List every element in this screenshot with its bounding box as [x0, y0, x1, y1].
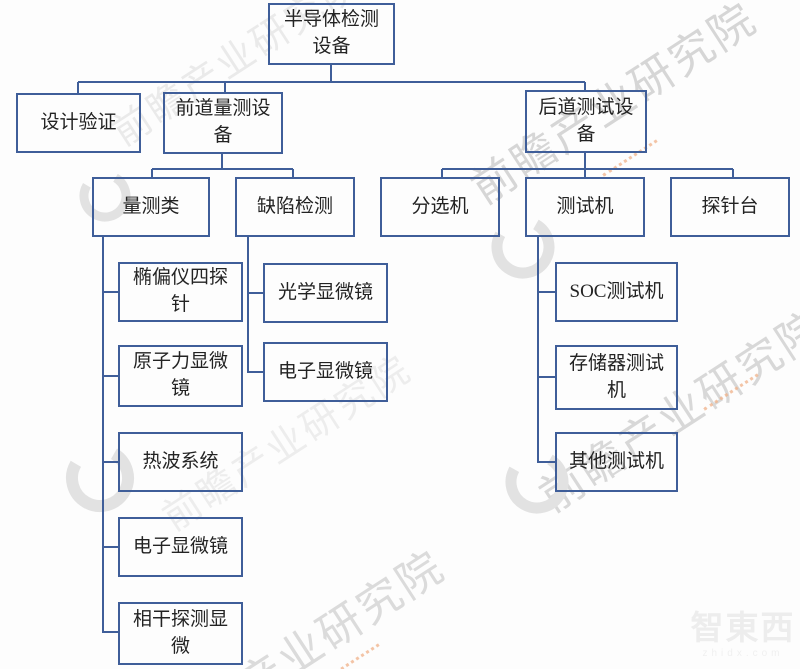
node-sorter: 分选机 [380, 177, 500, 237]
node-label: 前道量测设备 [175, 98, 271, 146]
node-defect-inspection: 缺陷检测 [235, 177, 355, 237]
node-label: 探针台 [701, 195, 759, 217]
node-frontend-metrology-equipment: 前道量测设备 [163, 92, 283, 154]
node-ellipsometer-four-point-probe: 椭偏仪四探针 [118, 262, 243, 322]
node-semiconductor-test-equipment: 半导体检测设备 [268, 3, 395, 65]
node-label: SOC测试机 [569, 280, 664, 302]
node-label: 椭偏仪四探针 [132, 267, 228, 315]
zhidx-logo-subtext: zhidx.com [702, 647, 784, 659]
node-electron-microscope-metrology: 电子显微镜 [118, 517, 243, 577]
node-label: 设计验证 [40, 111, 117, 133]
node-label: 其他测试机 [568, 450, 664, 472]
node-label: 热波系统 [142, 450, 219, 472]
node-label: 量测类 [122, 195, 180, 217]
node-label: 分选机 [411, 195, 469, 217]
node-label: 后道测试设备 [538, 96, 634, 145]
node-design-verification: 设计验证 [16, 93, 141, 153]
node-label: 光学显微镜 [277, 281, 373, 303]
node-electron-microscope-defect: 电子显微镜 [263, 342, 388, 402]
node-soc-tester: SOC测试机 [555, 262, 678, 322]
node-coherent-detection-microscope: 相干探测显微 [118, 602, 243, 665]
node-label: 电子显微镜 [277, 360, 373, 382]
node-label: 测试机 [556, 195, 614, 217]
node-label: 半导体检测设备 [283, 9, 379, 57]
node-label: 原子力显微镜 [132, 351, 228, 399]
node-tester: 测试机 [525, 177, 645, 237]
node-other-tester: 其他测试机 [555, 432, 678, 492]
zhidx-logo: 智東西 zhidx.com [688, 608, 798, 659]
node-probe-station: 探针台 [670, 177, 790, 237]
node-backend-test-equipment: 后道测试设备 [525, 90, 647, 153]
node-metrology-class: 量测类 [92, 177, 210, 237]
node-optical-microscope: 光学显微镜 [263, 263, 388, 323]
node-memory-tester: 存储器测试机 [555, 345, 678, 410]
node-thermal-wave-system: 热波系统 [118, 432, 243, 492]
node-atomic-force-microscope: 原子力显微镜 [118, 345, 243, 407]
node-label: 缺陷检测 [256, 195, 333, 217]
node-label: 相干探测显微 [132, 608, 228, 657]
node-label: 存储器测试机 [568, 352, 664, 401]
zhidx-logo-text: 智東西 [690, 609, 796, 646]
node-label: 电子显微镜 [132, 535, 228, 557]
